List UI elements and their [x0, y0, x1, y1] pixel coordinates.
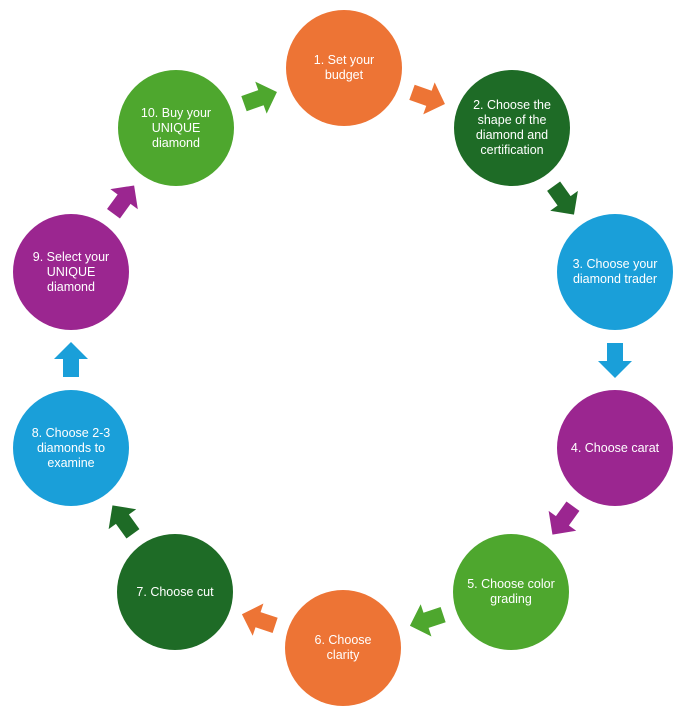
- arrow-6-to-7: [241, 603, 278, 636]
- arrow-1-to-2: [409, 82, 445, 115]
- step-5-label: 5. Choose color grading: [467, 577, 555, 606]
- arrow-3-to-4: [598, 343, 632, 378]
- step-8-node: 8. Choose 2-3 diamonds to examine: [13, 390, 129, 506]
- step-6-label: 6. Choose clarity: [314, 633, 372, 662]
- step-3-node: 3. Choose your diamond trader: [557, 214, 673, 330]
- arrow-icon: [409, 604, 446, 637]
- step-2-label: 2. Choose the shape of the diamond and c…: [473, 98, 551, 157]
- arrow-icon: [54, 342, 88, 377]
- step-7-label: 7. Choose cut: [136, 584, 214, 599]
- step-5-node: 5. Choose color grading: [453, 534, 569, 650]
- arrow-7-to-8: [108, 505, 140, 539]
- arrow-10-to-1: [241, 81, 277, 114]
- arrow-icon: [548, 501, 580, 535]
- arrow-icon: [108, 505, 140, 539]
- step-7-node: 7. Choose cut: [117, 534, 233, 650]
- step-3-label: 3. Choose your diamond trader: [572, 257, 658, 286]
- step-9-label: 9. Select your UNIQUE diamond: [32, 249, 110, 294]
- step-1-node: 1. Set your budget: [286, 10, 402, 126]
- arrow-2-to-3: [547, 181, 578, 215]
- step-2-node: 2. Choose the shape of the diamond and c…: [454, 70, 570, 186]
- step-9-node: 9. Select your UNIQUE diamond: [13, 214, 129, 330]
- arrow-icon: [241, 603, 278, 636]
- arrow-9-to-10: [107, 185, 138, 219]
- step-6-node: 6. Choose clarity: [285, 590, 401, 706]
- arrow-icon: [598, 343, 632, 378]
- arrow-icon: [107, 185, 138, 219]
- arrow-icon: [241, 81, 277, 114]
- step-4-label: 4. Choose carat: [570, 440, 660, 455]
- step-10-label: 10. Buy your UNIQUE diamond: [140, 105, 212, 150]
- arrow-8-to-9: [54, 342, 88, 377]
- arrow-icon: [409, 82, 445, 115]
- step-10-node: 10. Buy your UNIQUE diamond: [118, 70, 234, 186]
- arrow-icon: [547, 181, 578, 215]
- arrow-4-to-5: [548, 501, 580, 535]
- step-4-node: 4. Choose carat: [557, 390, 673, 506]
- step-8-label: 8. Choose 2-3 diamonds to examine: [31, 425, 111, 470]
- arrow-5-to-6: [409, 604, 446, 637]
- step-1-label: 1. Set your budget: [313, 53, 375, 82]
